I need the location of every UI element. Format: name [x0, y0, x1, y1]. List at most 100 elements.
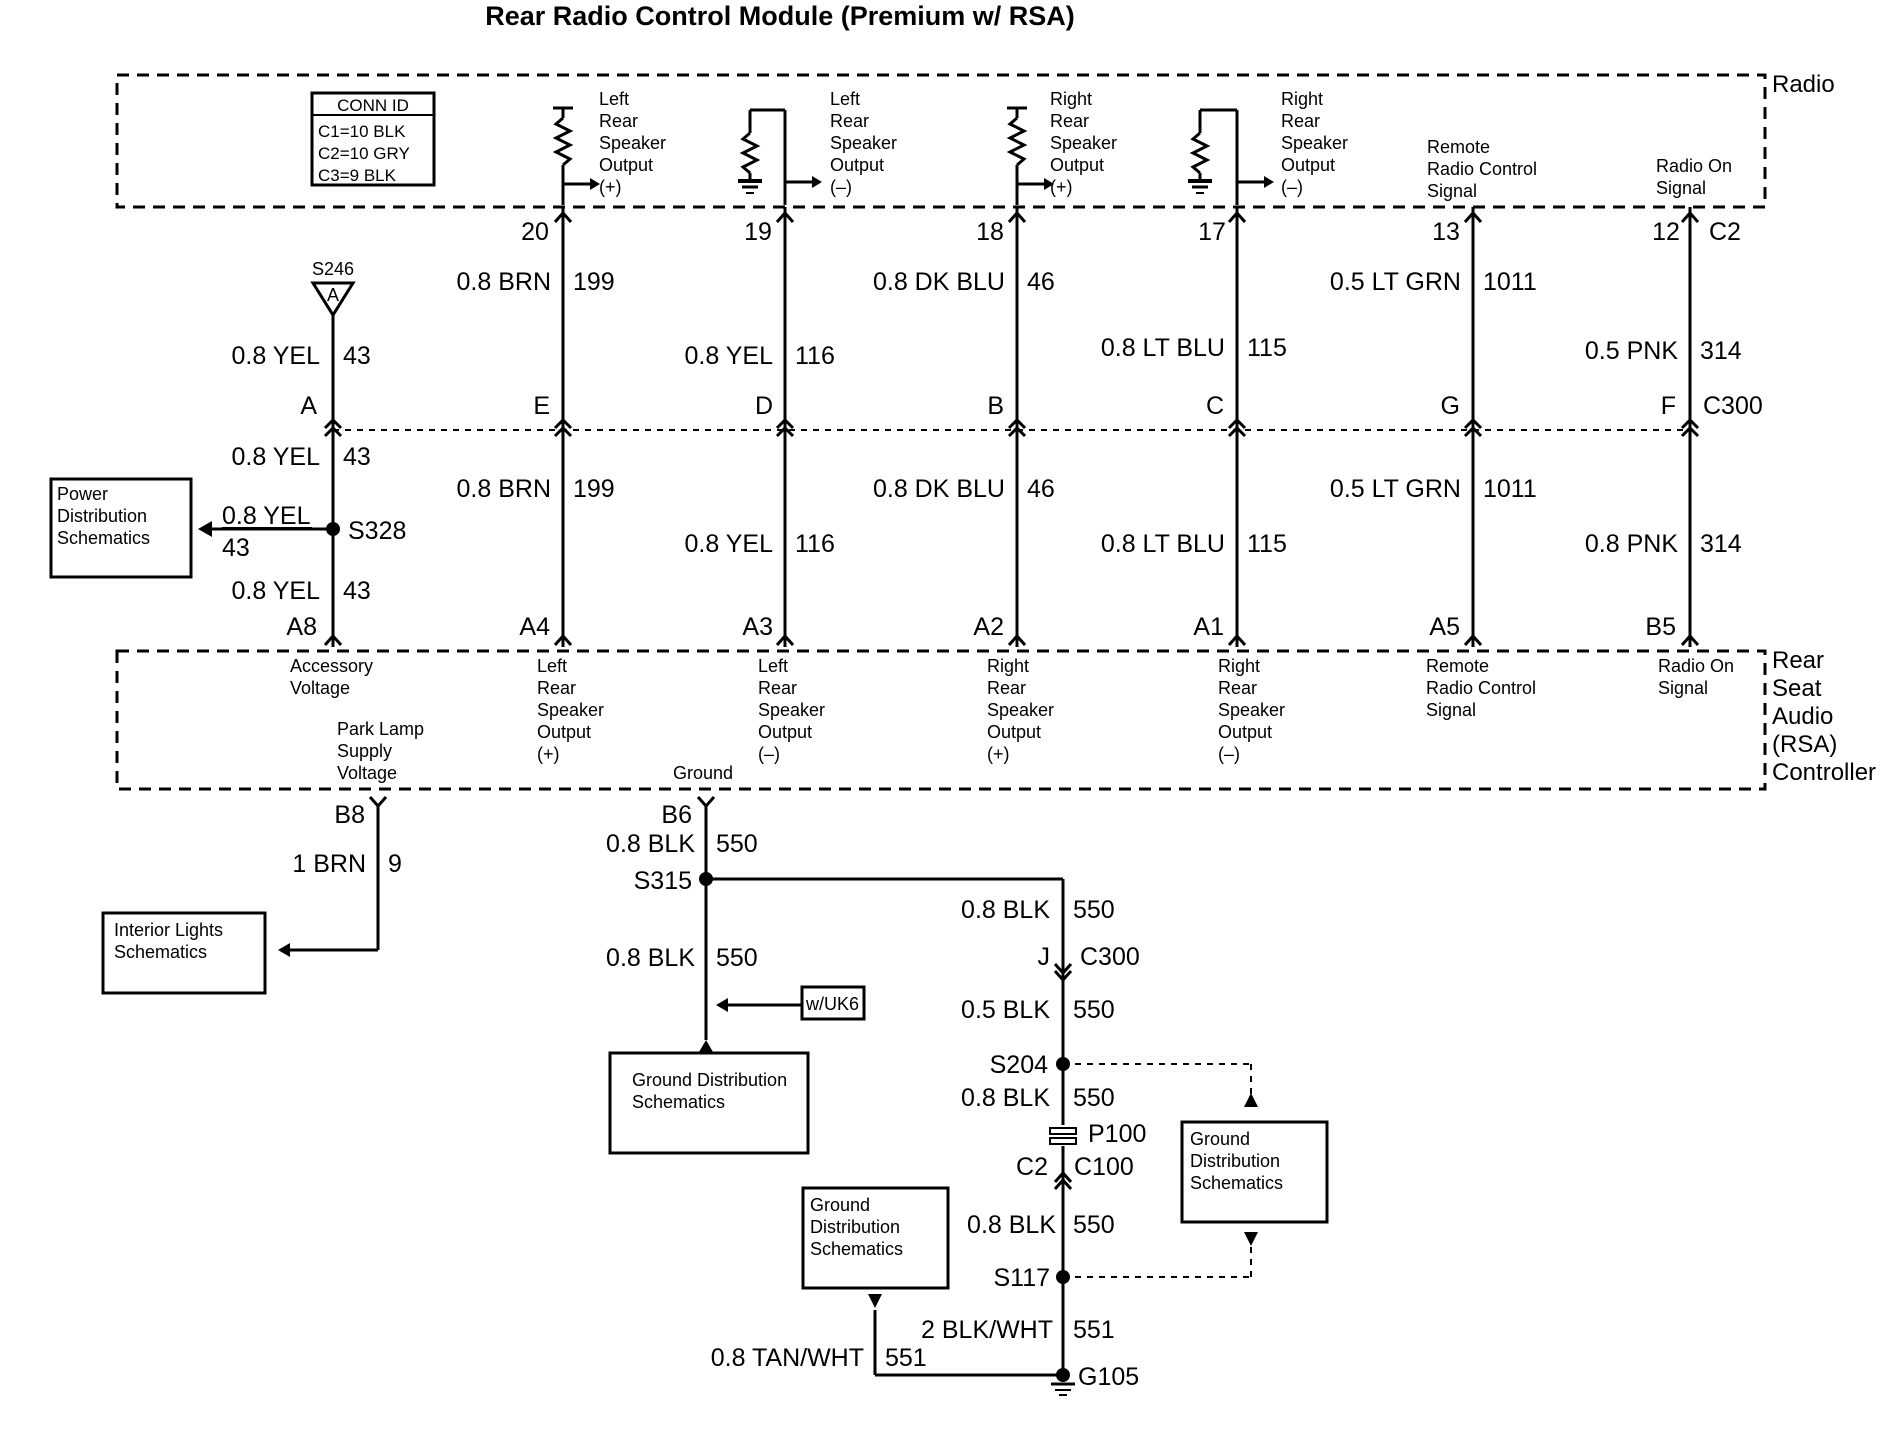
svg-text:(–): (–) — [1218, 744, 1240, 764]
svg-text:P100: P100 — [1088, 1120, 1146, 1148]
radio-pin-12: 12 — [1652, 218, 1680, 246]
svg-text:199: 199 — [573, 268, 615, 296]
svg-text:Ground Distribution: Ground Distribution — [632, 1070, 787, 1090]
radio-output-label-6: Radio On Signal — [1656, 156, 1732, 198]
svg-text:G105: G105 — [1078, 1363, 1139, 1391]
svg-text:0.8 YEL: 0.8 YEL — [222, 502, 311, 530]
svg-text:(RSA): (RSA) — [1772, 731, 1837, 758]
svg-text:Speaker: Speaker — [599, 133, 666, 153]
rsa-pin-a1: A1 — [1193, 613, 1224, 641]
svg-text:46: 46 — [1027, 475, 1055, 503]
rsa-pin-a2: A2 — [973, 613, 1004, 641]
svg-text:C2: C2 — [1016, 1153, 1048, 1181]
svg-text:Speaker: Speaker — [758, 700, 825, 720]
splice-s246-letter: A — [327, 285, 339, 305]
svg-text:Rear: Rear — [830, 111, 869, 131]
park-lamp-circuit-number: 9 — [388, 850, 402, 878]
svg-text:(–): (–) — [758, 744, 780, 764]
svg-text:0.8 DK BLU: 0.8 DK BLU — [873, 268, 1005, 296]
svg-text:C300: C300 — [1080, 943, 1140, 971]
svg-text:314: 314 — [1700, 337, 1742, 365]
conn-id-box: CONN ID C1=10 BLK C2=10 GRY C3=9 BLK — [310, 91, 436, 187]
svg-text:(–): (–) — [830, 177, 852, 197]
svg-text:Schematics: Schematics — [632, 1092, 725, 1112]
svg-text:115: 115 — [1247, 334, 1287, 362]
svg-text:Left: Left — [830, 89, 860, 109]
svg-text:550: 550 — [716, 944, 758, 972]
svg-text:550: 550 — [1073, 896, 1115, 924]
svg-text:0.8 BRN: 0.8 BRN — [457, 268, 551, 296]
rsa-input-label-1: Accessory Voltage — [290, 656, 373, 698]
svg-text:0.5 LT GRN: 0.5 LT GRN — [1330, 268, 1461, 296]
ground-distribution-box-1: Ground Distribution Schematics — [632, 1070, 787, 1112]
rsa-input-label-4: Right Rear Speaker Output (+) — [987, 656, 1054, 764]
svg-text:0.8 BLK: 0.8 BLK — [967, 1211, 1056, 1239]
svg-text:115: 115 — [1247, 530, 1287, 558]
svg-text:0.8 YEL: 0.8 YEL — [684, 342, 773, 370]
svg-text:Right: Right — [1218, 656, 1260, 676]
svg-text:1011: 1011 — [1483, 268, 1537, 296]
svg-text:Ground: Ground — [1190, 1129, 1250, 1149]
svg-text:0.8 LT BLU: 0.8 LT BLU — [1101, 334, 1225, 362]
svg-text:Radio Control: Radio Control — [1426, 678, 1536, 698]
ground-pin-b6: B6 — [661, 801, 692, 829]
ground-distribution-box-2: Ground Distribution Schematics — [1190, 1129, 1283, 1193]
svg-text:0.5 PNK: 0.5 PNK — [1585, 337, 1678, 365]
svg-text:0.8 TAN/WHT: 0.8 TAN/WHT — [711, 1344, 864, 1372]
radio-output-label-5: Remote Radio Control Signal — [1427, 137, 1537, 201]
radio-output-symbols — [552, 106, 1274, 205]
svg-text:Distribution: Distribution — [810, 1217, 900, 1237]
svg-text:550: 550 — [1073, 996, 1115, 1024]
svg-text:Schematics: Schematics — [57, 528, 150, 548]
svg-text:Output: Output — [537, 722, 591, 742]
svg-text:S315: S315 — [634, 867, 692, 895]
svg-text:0.5 LT GRN: 0.5 LT GRN — [1330, 475, 1461, 503]
svg-text:43: 43 — [222, 534, 250, 562]
svg-text:(+): (+) — [987, 744, 1010, 764]
svg-text:Controller: Controller — [1772, 759, 1876, 786]
ground-circuit-lines — [608, 796, 1329, 1396]
conn-id-header: CONN ID — [337, 96, 409, 115]
svg-text:0.8 BLK: 0.8 BLK — [606, 944, 695, 972]
svg-text:Rear: Rear — [599, 111, 638, 131]
svg-text:Speaker: Speaker — [1050, 133, 1117, 153]
svg-text:116: 116 — [795, 530, 835, 558]
radio-module-box — [115, 73, 1767, 209]
svg-text:0.8 YEL: 0.8 YEL — [231, 443, 320, 471]
ground-distribution-box-3: Ground Distribution Schematics — [810, 1195, 903, 1259]
svg-text:0.8 PNK: 0.8 PNK — [1585, 530, 1678, 558]
lower-wire-labels: 0.8 BRN 199 0.8 YEL 116 0.8 DK BLU 46 0.… — [457, 475, 1742, 558]
svg-text:43: 43 — [343, 577, 371, 605]
rsa-input-label-5: Right Rear Speaker Output (–) — [1218, 656, 1285, 764]
svg-text:(+): (+) — [537, 744, 560, 764]
svg-text:314: 314 — [1700, 530, 1742, 558]
svg-text:0.8 BRN: 0.8 BRN — [457, 475, 551, 503]
rsa-pin-a3: A3 — [742, 613, 773, 641]
rsa-park-lamp-label: Park Lamp Supply Voltage — [337, 719, 424, 783]
svg-text:(–): (–) — [1281, 177, 1303, 197]
rsa-input-label-2: Left Rear Speaker Output (+) — [537, 656, 604, 764]
svg-text:Output: Output — [1281, 155, 1335, 175]
svg-text:Interior Lights: Interior Lights — [114, 920, 223, 940]
radio-label: Radio — [1772, 71, 1835, 98]
svg-text:Left: Left — [537, 656, 567, 676]
svg-text:550: 550 — [1073, 1084, 1115, 1112]
rsa-pin-a8: A8 — [286, 613, 317, 641]
svg-text:Voltage: Voltage — [337, 763, 397, 783]
radio-output-label-1: Left Rear Speaker Output (+) — [599, 89, 666, 197]
svg-text:Accessory: Accessory — [290, 656, 373, 676]
rsa-label: Rear Seat Audio (RSA) Controller — [1772, 647, 1876, 786]
svg-text:Rear: Rear — [1050, 111, 1089, 131]
accessory-wire-labels: 0.8 YEL 43 0.8 YEL 43 S328 0.8 YEL 43 0.… — [222, 342, 406, 605]
svg-text:0.8 YEL: 0.8 YEL — [231, 577, 320, 605]
rsa-pin-a5: A5 — [1429, 613, 1460, 641]
radio-pin-20: 20 — [521, 218, 549, 246]
svg-text:Rear: Rear — [537, 678, 576, 698]
svg-text:Park Lamp: Park Lamp — [337, 719, 424, 739]
radio-output-label-4: Right Rear Speaker Output (–) — [1281, 89, 1348, 197]
svg-text:0.8 DK BLU: 0.8 DK BLU — [873, 475, 1005, 503]
svg-text:Radio On: Radio On — [1658, 656, 1734, 676]
c300-pin-g: G — [1441, 392, 1460, 420]
svg-text:Ground: Ground — [810, 1195, 870, 1215]
